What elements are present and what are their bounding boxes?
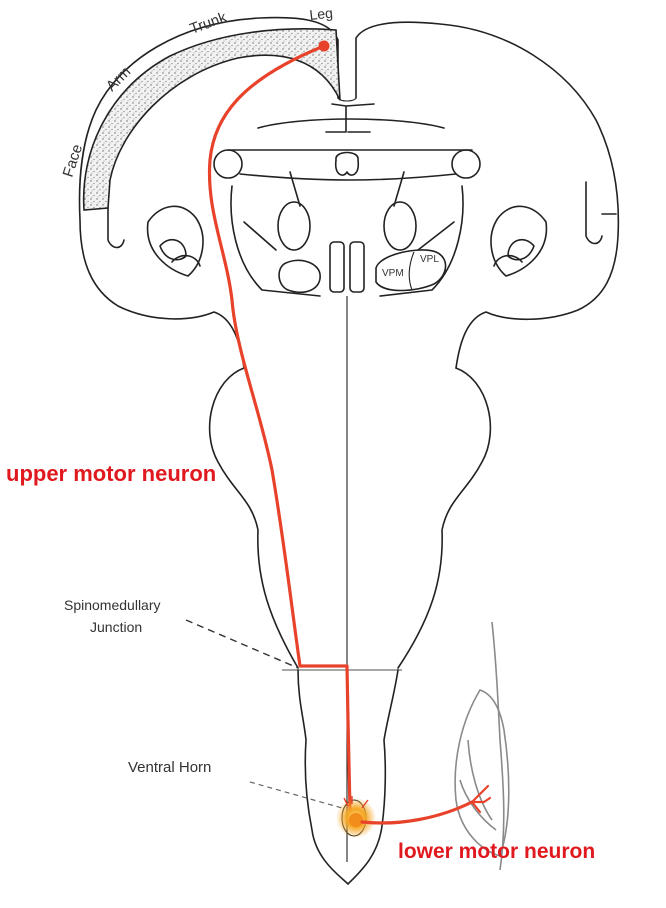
thalamus-label-vpm: VPM — [382, 268, 404, 279]
spinomedullary-label-line1: Spinomedullary — [64, 597, 161, 613]
spinomedullary-leader-line — [185, 619, 299, 669]
brainstem-outline — [208, 296, 492, 862]
upper-motor-neuron-label: upper motor neuron — [6, 461, 216, 486]
brain-outline — [78, 16, 620, 369]
thalamus-label-vpl: VPL — [420, 254, 439, 265]
upper-motor-neuron-cell-body — [318, 40, 330, 52]
spinomedullary-label-line2: Junction — [90, 619, 142, 635]
neuromuscular-junction — [470, 784, 492, 814]
lower-motor-neuron-cell-body — [349, 813, 363, 827]
ventral-horn-leader-line — [249, 781, 343, 809]
synapse-dendrites — [343, 796, 369, 809]
motor-cortex-homunculus-band — [82, 28, 341, 211]
ventral-horn-label: Ventral Horn — [128, 759, 211, 776]
upper-motor-neuron-axon — [207, 44, 352, 812]
lower-motor-neuron-axon — [360, 800, 474, 825]
muscle-outline — [454, 621, 510, 871]
homunculus-label-trunk: Trunk — [188, 9, 230, 38]
homunculus-label-leg: Leg — [309, 5, 334, 23]
lower-motor-neuron-label: lower motor neuron — [398, 840, 595, 863]
